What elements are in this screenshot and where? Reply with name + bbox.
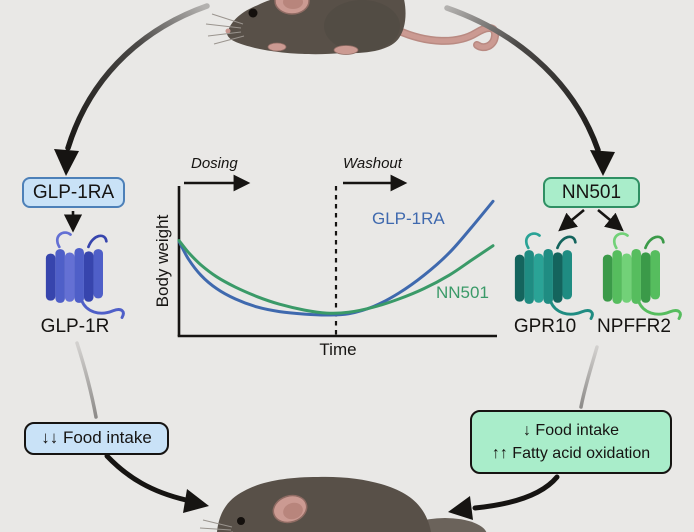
nn501-box: NN501 (543, 177, 640, 208)
top-mouse-illustration (205, 0, 500, 55)
x-axis-label: Time (319, 340, 357, 359)
arrow-mouse-to-nn501 (444, 5, 615, 176)
arrow-effect-to-mouse-right (448, 474, 560, 520)
arrow-nn501-to-gpr10 (558, 208, 585, 232)
chart-line-nn501 (177, 239, 495, 315)
glp1r-label: GLP-1R (40, 316, 110, 337)
nn501-box-label: NN501 (561, 181, 622, 203)
glp1ra-box-label: GLP-1RA (32, 181, 115, 203)
dosing-phase-label: Dosing (191, 155, 238, 172)
glp1ra-series-label: GLP-1RA (372, 209, 445, 228)
top-mouse-whiskers (205, 13, 245, 45)
connector-glp1r-to-effect (75, 341, 98, 419)
chart (177, 174, 497, 338)
glp1ra-effect-box: ↓↓ Food intake (24, 422, 169, 455)
npffr2-label: NPFFR2 (597, 316, 671, 337)
nn501-effect-line1: ↓ Food intake (522, 421, 620, 439)
npffr2-receptor-icon (602, 233, 681, 319)
nn501-effect-box: ↓ Food intake ↑↑ Fatty acid oxidation (470, 410, 672, 474)
bottom-mouse-illustration (199, 476, 487, 532)
top-mouse-eye (248, 8, 258, 18)
arrow-mouse-to-glp1ra (54, 3, 210, 176)
glp1r-receptor-icon (45, 232, 124, 318)
washout-phase-label: Washout (343, 155, 402, 172)
chart-line-glp-1ra (177, 199, 495, 317)
connector-receptors-to-effect (579, 345, 599, 409)
glp1ra-effect-label: ↓↓ Food intake (41, 428, 152, 448)
arrow-effect-to-mouse-left (104, 453, 209, 513)
chart-series (177, 199, 495, 317)
gpr10-receptor-icon (514, 233, 593, 319)
glp1ra-box: GLP-1RA (22, 177, 125, 208)
bottom-mouse-eye (237, 517, 245, 525)
bottom-mouse-body (217, 476, 431, 532)
y-axis-label: Body weight (153, 214, 172, 308)
bottom-mouse-whiskers (199, 519, 233, 532)
gpr10-label: GPR10 (513, 316, 577, 337)
nn501-series-label: NN501 (436, 283, 489, 302)
arrow-nn501-to-npffr2 (597, 208, 624, 232)
nn501-effect-line2: ↑↑ Fatty acid oxidation (491, 445, 651, 462)
